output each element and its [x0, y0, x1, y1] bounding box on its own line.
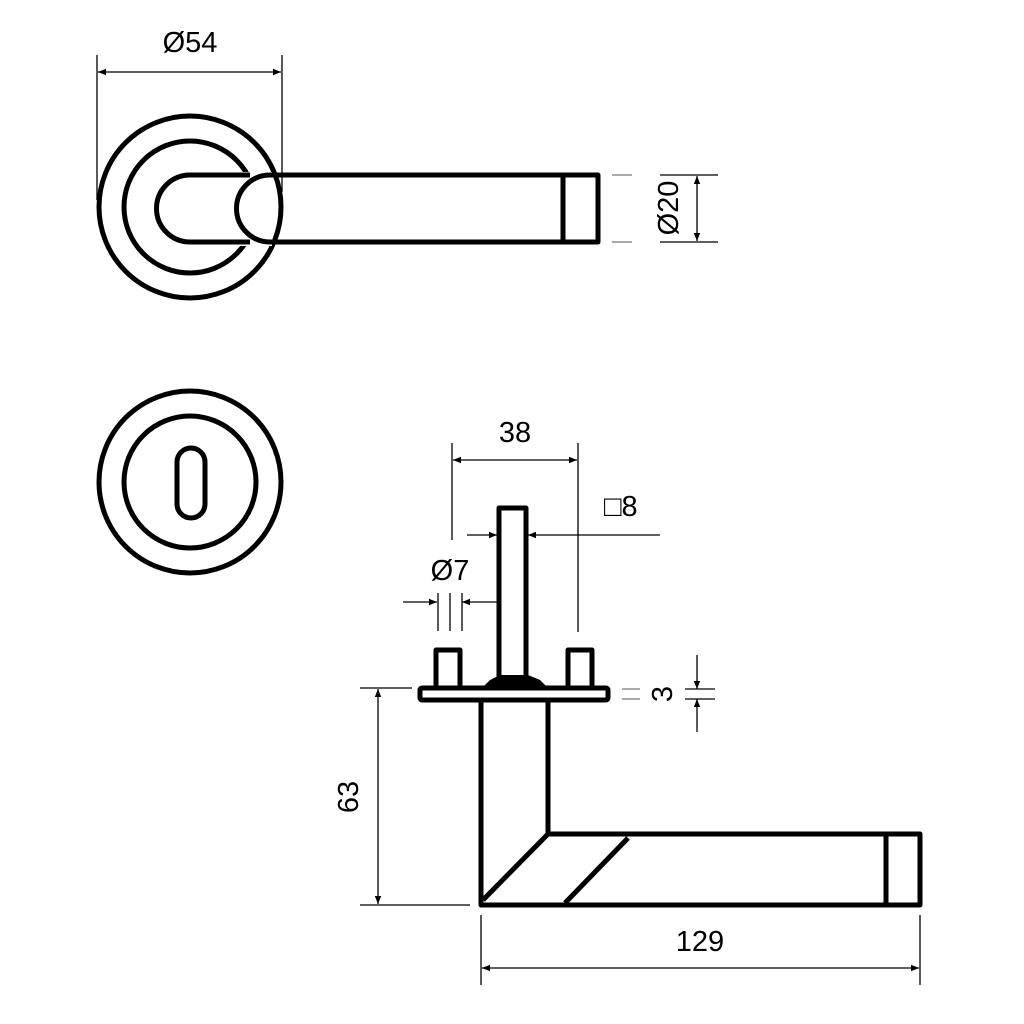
keyhole-icon: [174, 445, 208, 521]
pin-diameter-label: Ø7: [431, 555, 470, 587]
dimension-lever-diameter: Ø20: [612, 174, 718, 243]
pin-spacing-label: 38: [499, 417, 531, 449]
spindle-square-label: □8: [604, 491, 638, 523]
rose-plate: [417, 685, 611, 703]
top-view-lever: [96, 113, 601, 301]
dimension-pin-spacing: 38: [451, 417, 579, 632]
fixing-pin-right: [565, 647, 595, 691]
lever-grip: [234, 172, 601, 245]
keyhole-escutcheon: [96, 388, 284, 576]
dimension-rose-thickness: 3: [622, 655, 715, 732]
lever-stub: [154, 172, 250, 245]
dimension-rose-diameter: Ø54: [96, 27, 283, 200]
rose-diameter-label: Ø54: [163, 27, 218, 59]
dimension-pin-diameter: Ø7: [403, 555, 497, 631]
dimension-lever-height: 63: [333, 687, 470, 906]
rose-outer: [96, 113, 284, 301]
side-view-lever: [417, 505, 923, 908]
spindle: [496, 505, 529, 683]
lever-body: [478, 700, 923, 908]
lever-diameter-label: Ø20: [653, 181, 685, 236]
dimension-spindle-square: □8: [467, 491, 660, 539]
fixing-pin-left: [433, 647, 463, 691]
dimension-lever-length: 129: [480, 915, 921, 985]
lever-height-label: 63: [333, 781, 365, 813]
rose-thickness-label: 3: [647, 686, 679, 702]
lever-length-label: 129: [676, 926, 724, 958]
